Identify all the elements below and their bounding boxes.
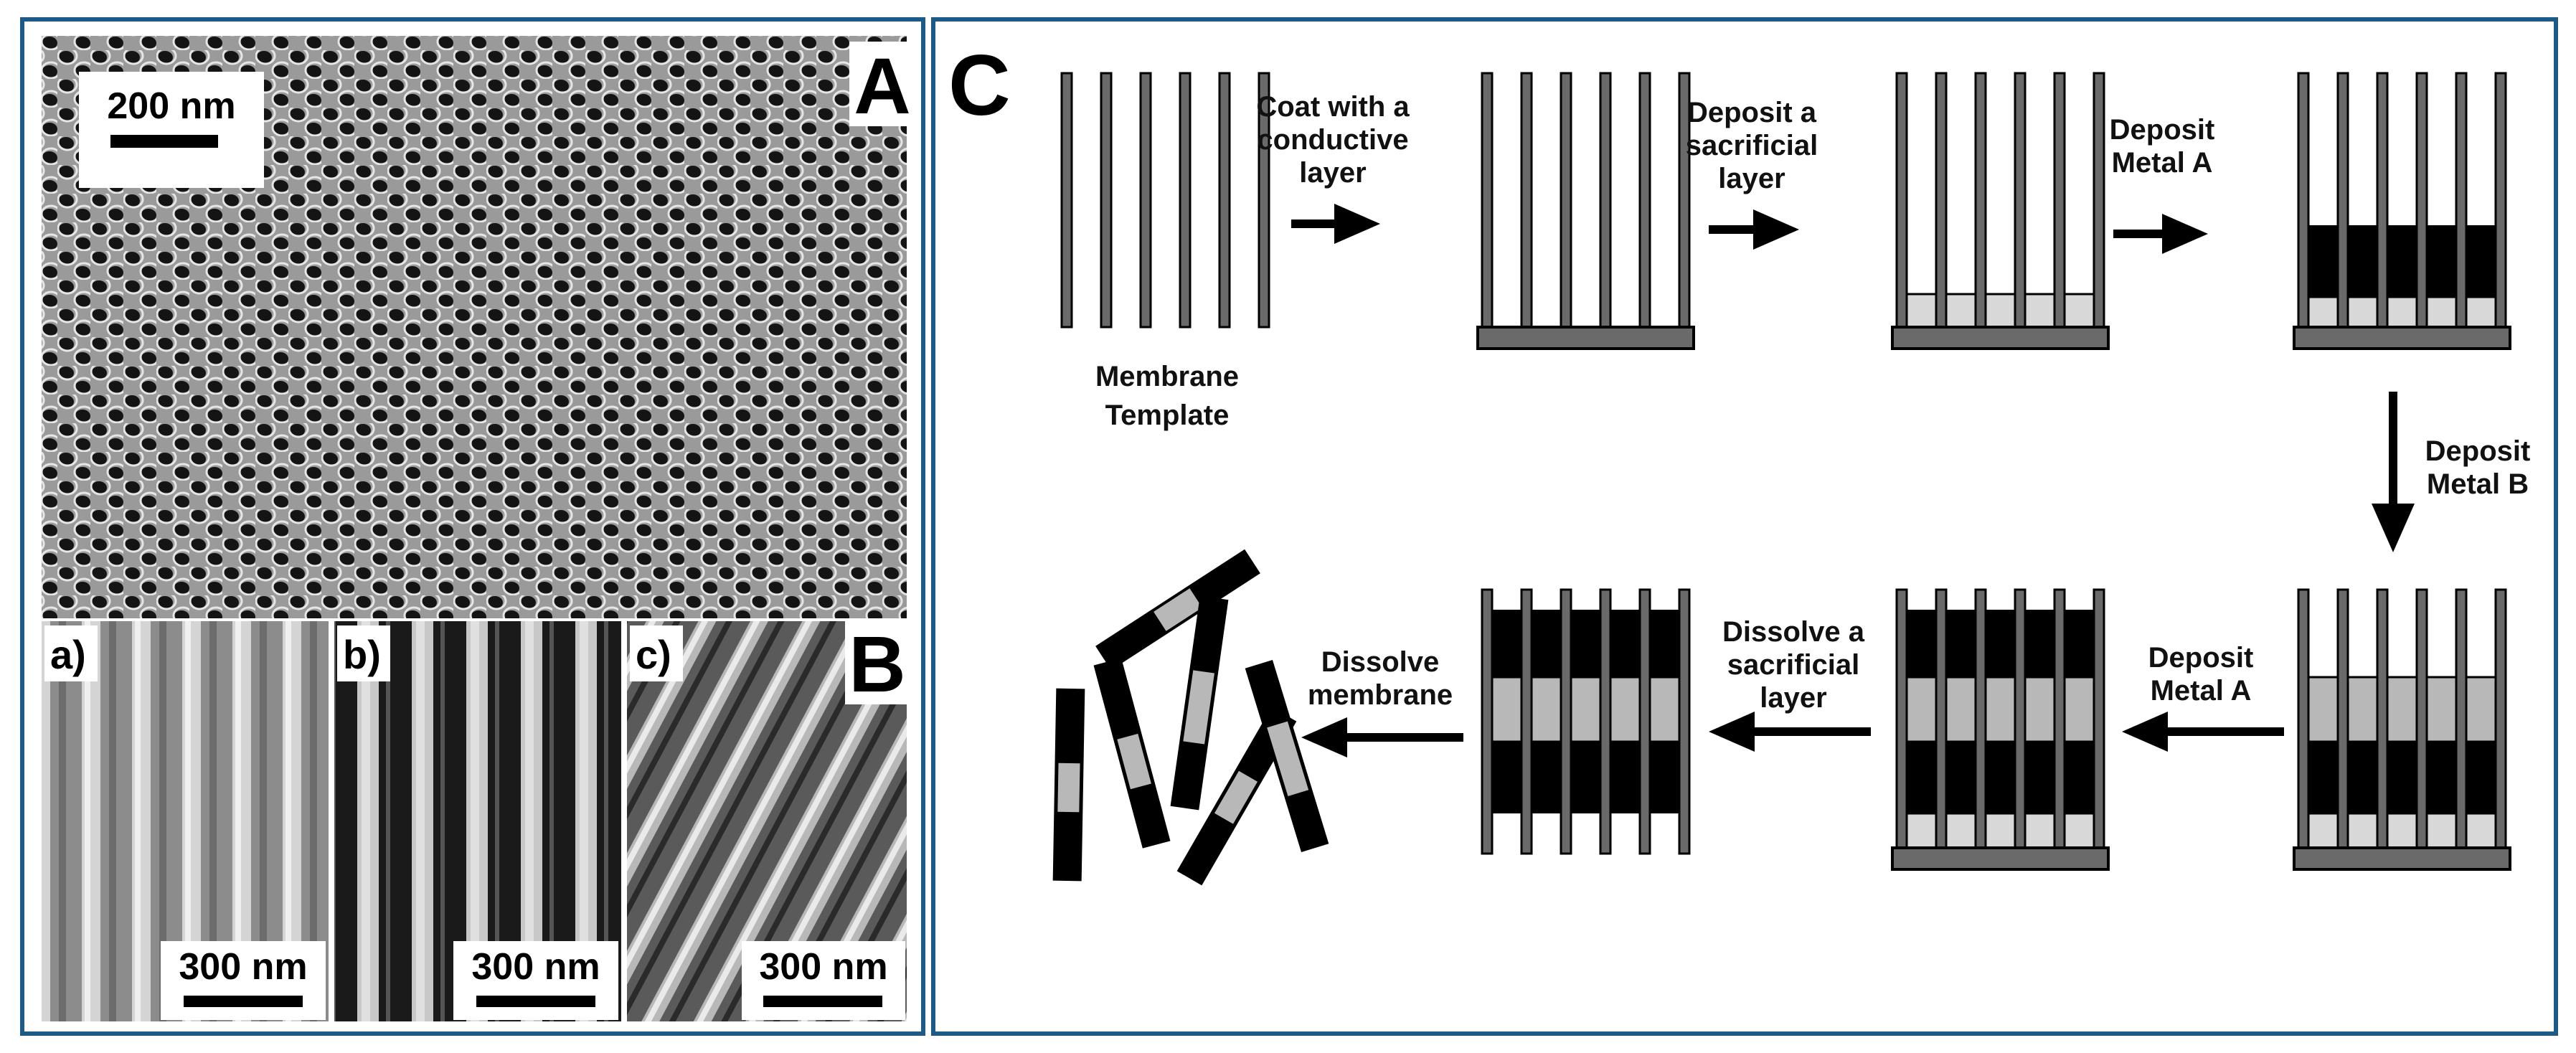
step-dissolve-membrane-line2: membrane [1308, 679, 1453, 711]
step-metal-b-line2: Metal B [2427, 468, 2529, 500]
stage-released-in-membrane [1481, 588, 1691, 855]
schematic-frame: C Membrane Template Coat with a conducti… [931, 17, 2558, 1036]
step-dissolve-sacrificial-line2: sacrificial [1727, 649, 1860, 681]
scale-bar-b-c [763, 996, 882, 1007]
panel-letter-b: B [849, 620, 905, 709]
scale-bar-box-a [79, 72, 264, 188]
scale-bar-label-b-b: 300 nm [471, 946, 600, 988]
step-dissolve-sacrificial-line3: layer [1760, 682, 1826, 714]
membrane-walls [1060, 72, 1270, 329]
step-coat-line3: layer [1299, 157, 1366, 189]
step-arrow-metal-a-2: Deposit Metal A [2122, 642, 2284, 752]
free-nanowires [1052, 549, 1329, 886]
subpanel-label-b: b) [343, 632, 381, 677]
step-coat-line2: conductive [1257, 124, 1408, 156]
conductive-layer [1476, 326, 1695, 350]
sem-images-svg: 200 nm A a) 300 nm b) 300 nm c) [42, 36, 915, 1021]
nanowire [1052, 688, 1085, 882]
subpanel-label-c: c) [636, 632, 671, 677]
scale-bar-b-b [476, 996, 595, 1007]
sem-images-frame: 200 nm A a) 300 nm b) 300 nm c) [20, 17, 925, 1036]
scale-bar-label-a: 200 nm [107, 85, 235, 127]
panel-letter-box-a [849, 42, 915, 126]
schematic-svg: C Membrane Template Coat with a conducti… [948, 37, 2530, 886]
step-metal-a-2-line1: Deposit [2148, 642, 2254, 674]
scale-bar-label-b-a: 300 nm [179, 946, 307, 988]
step-arrow-sacrificial: Deposit a sacrificial layer [1686, 97, 1818, 250]
step-sacrificial-line1: Deposit a [1687, 97, 1817, 128]
step-sacrificial-line3: layer [1718, 163, 1785, 194]
step-arrow-dissolve-sacrificial: Dissolve a sacrificial layer [1709, 616, 1871, 752]
subpanel-label-box-b [337, 625, 390, 681]
step-sacrificial-line2: sacrificial [1686, 130, 1818, 161]
scale-bar-b-a [184, 996, 303, 1007]
panel-letter-c: C [948, 37, 1011, 133]
nanowire [1093, 658, 1171, 849]
panel-a: 200 nm A [42, 36, 915, 618]
stage-metal-a [2293, 72, 2511, 350]
step-metal-a-1-line2: Metal A [2112, 147, 2213, 179]
step-arrow-dissolve-membrane: Dissolve membrane [1301, 646, 1463, 757]
scale-bar-a [110, 135, 218, 148]
step-arrow-metal-a-1: Deposit Metal A [2110, 114, 2215, 254]
scale-bar-label-b-c: 300 nm [759, 946, 887, 988]
stage-conductive [1476, 72, 1695, 350]
metal-b-segment [2302, 676, 2503, 743]
sacrificial-fill [1900, 293, 2101, 329]
subpanel-label-box-a [44, 625, 98, 681]
stage-metal-b [2293, 588, 2511, 871]
nanowire [1245, 660, 1329, 852]
template-label-line1: Membrane [1095, 361, 1239, 392]
step-coat-line1: Coat with a [1256, 91, 1410, 123]
step-dissolve-sacrificial-line1: Dissolve a [1722, 616, 1865, 648]
panel-b: a) 300 nm b) 300 nm c) 300 nm B [42, 620, 910, 1021]
nanowire [1176, 707, 1297, 886]
panel-letter-a: A [854, 42, 910, 131]
step-arrow-metal-b: Deposit Metal B [2372, 392, 2530, 552]
step-arrow-coat: Coat with a conductive layer [1256, 91, 1410, 244]
step-dissolve-membrane-line1: Dissolve [1321, 646, 1440, 678]
nanowire [1170, 595, 1229, 811]
metal-a-segment [2303, 225, 2501, 297]
nanowire [1095, 549, 1260, 671]
subpanel-label-a: a) [50, 632, 86, 677]
step-metal-a-1-line1: Deposit [2110, 114, 2215, 146]
subpanel-label-box-c [630, 625, 683, 681]
template-label-line2: Template [1105, 400, 1230, 431]
step-metal-b-line1: Deposit [2425, 435, 2531, 467]
stage-membrane-template: Membrane Template [1060, 72, 1270, 431]
panel-letter-box-b [845, 621, 910, 704]
step-metal-a-2-line2: Metal A [2151, 675, 2252, 707]
stage-sacrificial [1891, 72, 2110, 350]
stage-metal-a-2 [1891, 588, 2110, 871]
